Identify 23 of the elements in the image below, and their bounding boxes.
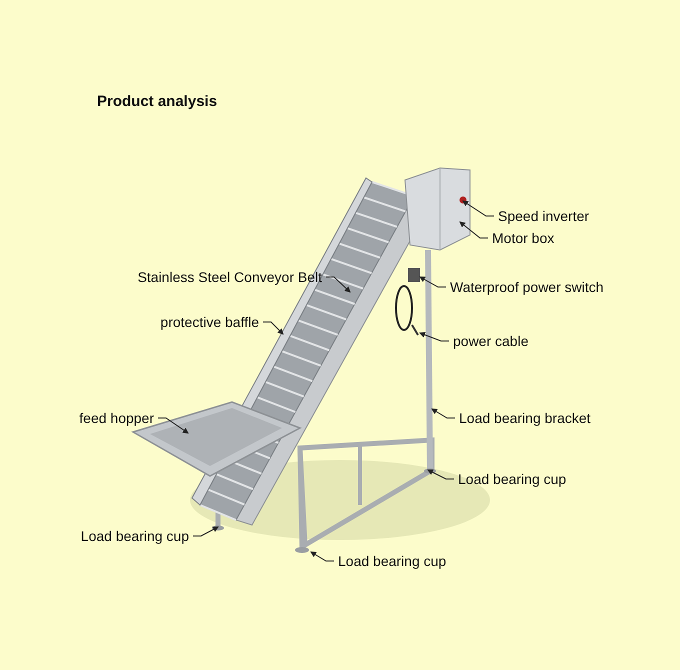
leader-line xyxy=(459,221,488,238)
leader-line xyxy=(419,332,450,342)
callout-label: Load bearing cup xyxy=(458,470,566,488)
leader-line xyxy=(262,322,284,335)
callout-label: feed hopper xyxy=(79,409,154,427)
callout-label: Stainless Steel Conveyor Belt xyxy=(138,268,322,286)
callout-label: Load bearing bracket xyxy=(459,409,591,427)
leader-line xyxy=(310,551,334,562)
callout-label: Motor box xyxy=(492,229,554,247)
leader-line xyxy=(427,470,454,480)
callout-label: Speed inverter xyxy=(498,207,590,225)
callout-label: power cable xyxy=(453,332,528,350)
leader-line xyxy=(431,408,456,418)
leader-line xyxy=(419,276,446,288)
leader-line xyxy=(192,526,219,536)
title: Product analysis xyxy=(97,92,218,112)
leader-line xyxy=(158,418,189,434)
callout-label: protective baffle xyxy=(160,313,259,331)
callout-label: Waterproof power switch xyxy=(450,278,604,296)
callout-label: Load bearing cup xyxy=(338,552,446,570)
leader-line xyxy=(462,200,494,216)
leader-line xyxy=(326,276,351,293)
callout-label: Load bearing cup xyxy=(80,527,189,545)
